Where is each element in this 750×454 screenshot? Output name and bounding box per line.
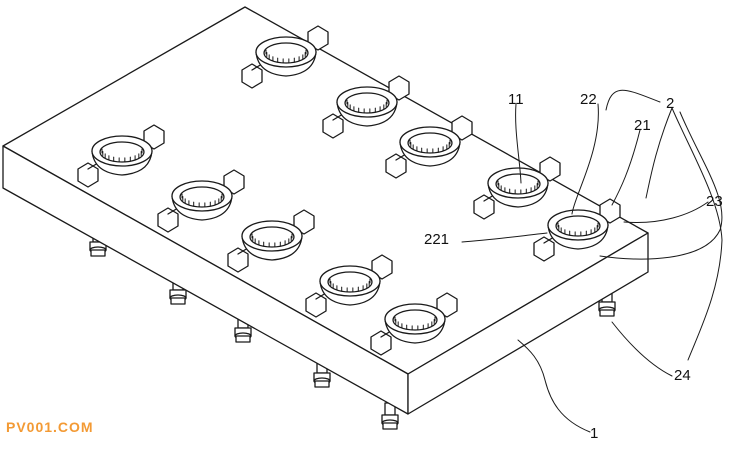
reference-labels: 11 22 2 21 23 221 24 1 [424, 91, 723, 442]
leader-2-b [671, 107, 723, 361]
ring-holder [241, 25, 329, 89]
support-leg [381, 402, 399, 430]
ring-holder [322, 75, 410, 139]
support-leg [313, 360, 331, 388]
ring-holder [385, 115, 473, 179]
leader-2-a [605, 89, 661, 111]
ring-holder [305, 254, 393, 318]
label-21: 21 [634, 117, 651, 134]
label-23: 23 [706, 193, 723, 210]
ring-holder [77, 124, 165, 188]
leader-23 [623, 201, 709, 224]
ring-holder [227, 209, 315, 273]
watermark: PV001.COM [6, 419, 94, 435]
leader-lines [461, 89, 723, 433]
ring-holder [370, 292, 458, 356]
label-22: 22 [580, 91, 597, 108]
leader-22 [571, 103, 599, 215]
leader-2-c [645, 107, 673, 199]
label-2: 2 [666, 95, 674, 112]
label-1: 1 [590, 425, 598, 442]
label-221: 221 [424, 231, 449, 248]
support-legs [89, 229, 616, 430]
ring-holders [77, 25, 621, 356]
ring-holder [157, 169, 245, 233]
label-11: 11 [508, 91, 524, 108]
leader-24 [611, 321, 673, 377]
ring-holder [473, 156, 561, 220]
label-24: 24 [674, 367, 691, 384]
leader-2-d [599, 111, 723, 260]
leader-21 [611, 129, 641, 206]
base-plate [2, 6, 649, 415]
leader-11 [515, 103, 522, 184]
leader-221 [461, 232, 548, 243]
ring-holder [533, 198, 621, 262]
leader-1 [517, 339, 591, 433]
